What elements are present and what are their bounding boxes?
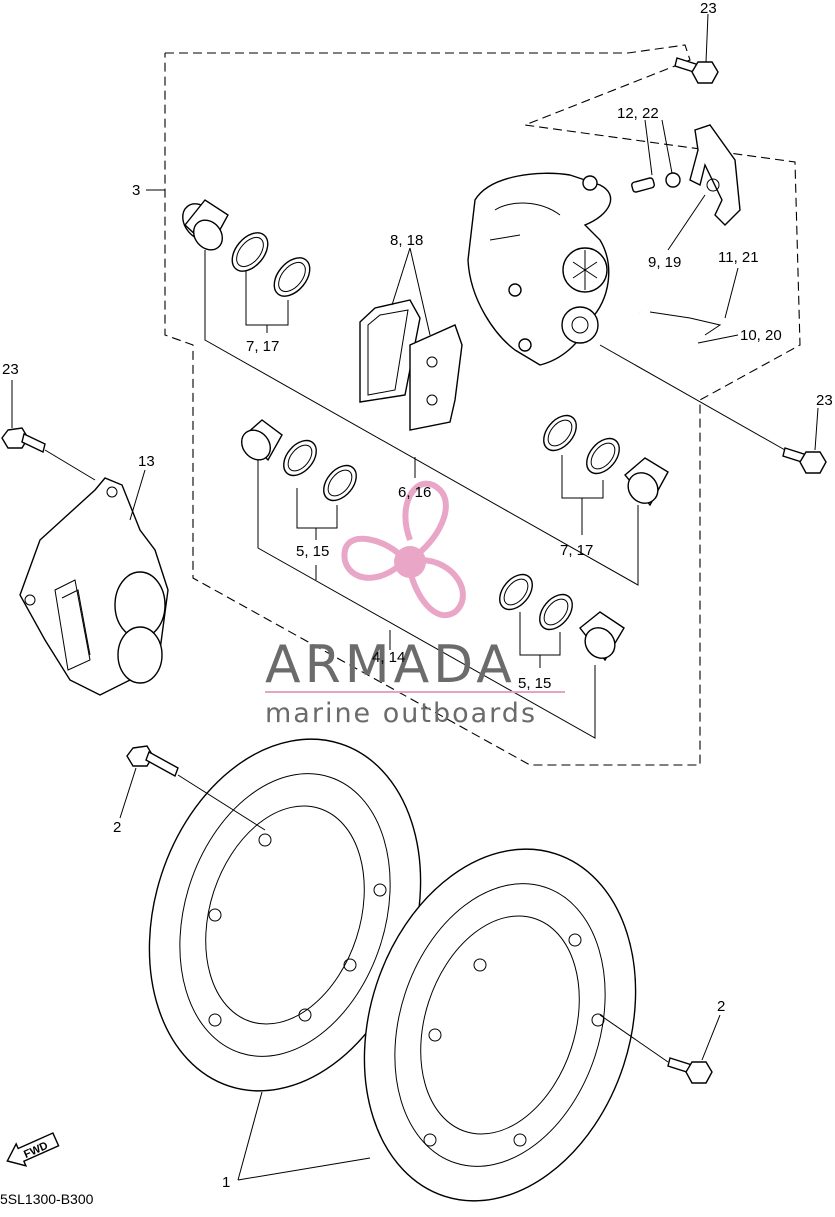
armada-tagline-text: marine outboards bbox=[265, 698, 537, 729]
callout-5-15-lower: 5, 15 bbox=[518, 675, 551, 692]
fwd-arrow-icon: FWD bbox=[6, 1132, 60, 1167]
fwd-label: FWD bbox=[22, 1140, 50, 1161]
callout-9-19: 9, 19 bbox=[648, 254, 681, 271]
pad-spring bbox=[689, 124, 741, 226]
piston-top-left bbox=[182, 199, 229, 251]
diagram-code: 5SL1300-B300 bbox=[0, 1191, 94, 1207]
armada-watermark: ARMADA marine outboards bbox=[265, 480, 565, 729]
leader-lines bbox=[11, 13, 819, 1181]
callout-5-15-mid: 5, 15 bbox=[296, 543, 329, 560]
callout-7-17-top: 7, 17 bbox=[246, 338, 279, 355]
callout-10-20: 10, 20 bbox=[740, 327, 782, 344]
callout-2-lower: 2 bbox=[717, 998, 725, 1015]
armada-logo-propeller bbox=[341, 480, 466, 619]
bolt-2-lower bbox=[667, 1057, 713, 1084]
callout-2-upper: 2 bbox=[113, 819, 121, 836]
brake-disc-left bbox=[148, 738, 422, 1092]
bolt-23-left bbox=[1, 427, 46, 453]
bolt-23-right bbox=[782, 447, 827, 474]
callout-12-22: 12, 22 bbox=[617, 105, 659, 122]
piston-seals bbox=[231, 232, 620, 631]
bolt-23-top bbox=[674, 57, 719, 84]
callout-23-top: 23 bbox=[700, 0, 717, 17]
callout-3: 3 bbox=[132, 182, 140, 199]
callout-13: 13 bbox=[138, 453, 155, 470]
caliper-assembly-right bbox=[467, 172, 612, 366]
caliper-left bbox=[19, 477, 169, 696]
brake-disc-right bbox=[363, 848, 637, 1202]
brake-pads bbox=[359, 299, 463, 431]
bleed-screw bbox=[631, 172, 681, 193]
callout-4-14: 4, 14 bbox=[372, 649, 405, 666]
callout-1: 1 bbox=[222, 1174, 230, 1191]
piston-mid-left bbox=[240, 419, 283, 462]
callout-8-18: 8, 18 bbox=[390, 232, 423, 249]
callout-6-16: 6, 16 bbox=[398, 484, 431, 501]
callout-11-21: 11, 21 bbox=[718, 249, 759, 266]
pad-pin bbox=[639, 310, 722, 347]
caliper-assembly-outline bbox=[164, 44, 801, 766]
armada-brand-text: ARMADA bbox=[265, 635, 516, 695]
callout-23-left: 23 bbox=[2, 361, 19, 378]
piston-right-lower bbox=[579, 611, 625, 662]
callout-7-17-right: 7, 17 bbox=[560, 542, 593, 559]
callout-23-right: 23 bbox=[816, 392, 833, 409]
bolt-2-upper bbox=[126, 745, 179, 778]
piston-right-upper bbox=[624, 457, 669, 507]
